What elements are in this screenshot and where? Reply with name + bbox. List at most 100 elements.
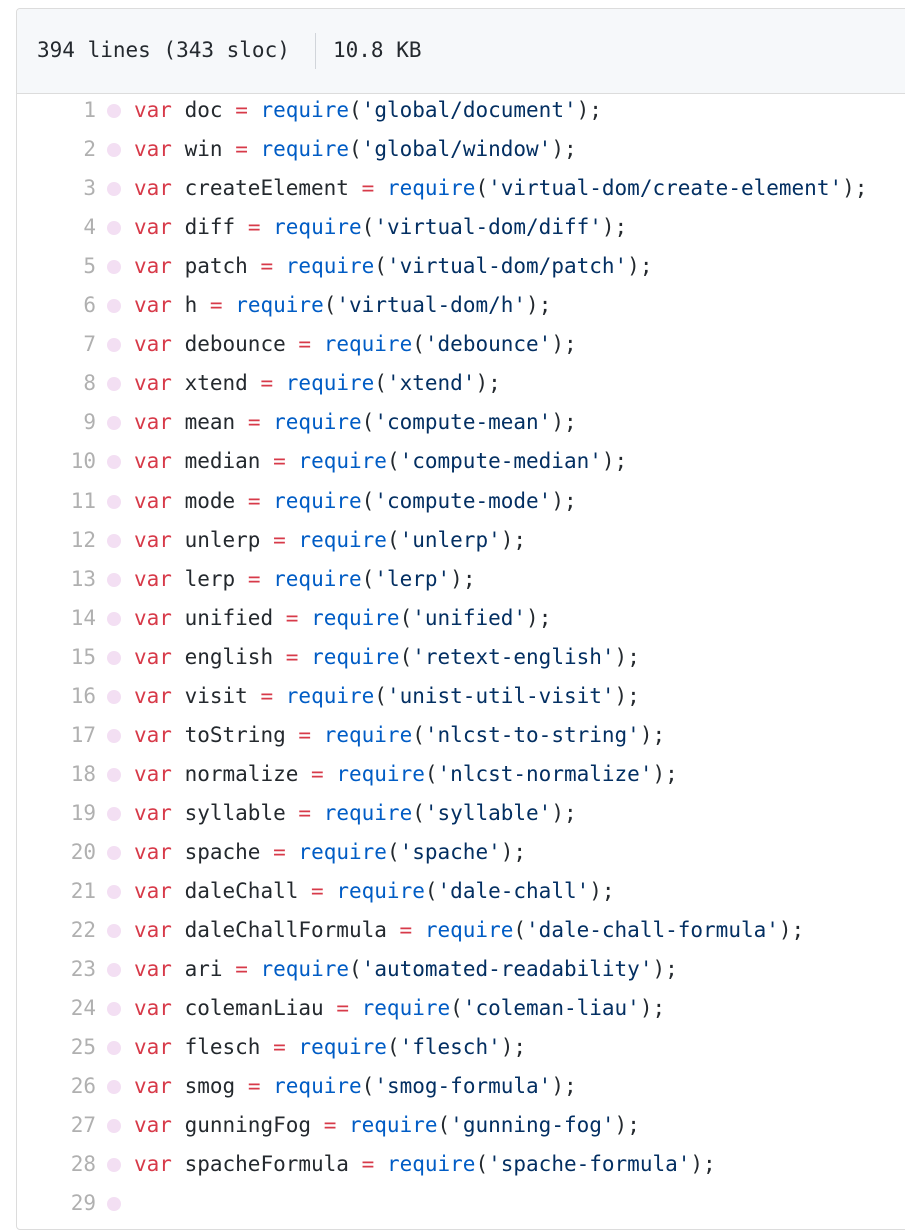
gutter-dot-icon bbox=[107, 377, 121, 392]
gutter-dot-icon bbox=[107, 767, 121, 782]
line-number[interactable]: 26 bbox=[70, 1074, 96, 1099]
open-paren: ( bbox=[412, 332, 425, 357]
line-number[interactable]: 17 bbox=[70, 722, 96, 747]
line-number[interactable]: 18 bbox=[70, 761, 96, 786]
close-paren: ); bbox=[601, 215, 628, 240]
variable-name: syllable bbox=[184, 800, 286, 825]
code-text: var patch = require('virtual-dom/patch')… bbox=[134, 247, 652, 286]
gutter-dot-icon bbox=[107, 611, 121, 626]
module-string: 'compute-mode' bbox=[374, 488, 552, 513]
variable-name: normalize bbox=[184, 761, 299, 786]
line-number[interactable]: 3 bbox=[83, 176, 96, 201]
keyword-var: var bbox=[134, 98, 172, 122]
module-string: 'compute-median' bbox=[399, 449, 602, 474]
line-number[interactable]: 20 bbox=[70, 839, 96, 864]
module-string: 'automated-readability' bbox=[361, 957, 653, 982]
line-number[interactable]: 8 bbox=[83, 371, 96, 396]
gutter-dot-icon bbox=[107, 494, 121, 509]
assign-operator: = bbox=[247, 488, 261, 513]
variable-name: spacheFormula bbox=[184, 1152, 349, 1177]
line-number[interactable]: 4 bbox=[83, 215, 96, 240]
variable-name: createElement bbox=[184, 176, 349, 201]
line-number[interactable]: 2 bbox=[83, 137, 96, 162]
line-number[interactable]: 19 bbox=[70, 800, 96, 825]
variable-name: debounce bbox=[184, 332, 286, 357]
open-paren: ( bbox=[374, 371, 387, 396]
line-number[interactable]: 27 bbox=[70, 1113, 96, 1138]
open-paren: ( bbox=[386, 1035, 400, 1060]
line-number[interactable]: 10 bbox=[70, 449, 96, 474]
require-call: require bbox=[298, 1035, 387, 1060]
keyword-var: var bbox=[134, 800, 172, 825]
close-paren: ); bbox=[551, 800, 577, 825]
module-string: 'xtend' bbox=[386, 371, 476, 396]
line-number[interactable]: 13 bbox=[70, 566, 96, 591]
require-call: require bbox=[285, 371, 375, 396]
gutter-dot-icon bbox=[107, 689, 121, 704]
line-number[interactable]: 1 bbox=[83, 98, 96, 122]
assign-operator: = bbox=[273, 1035, 286, 1060]
variable-name: unlerp bbox=[184, 527, 261, 552]
open-paren: ( bbox=[399, 644, 413, 669]
open-paren: ( bbox=[412, 722, 425, 747]
assign-operator: = bbox=[285, 644, 299, 669]
line-number[interactable]: 15 bbox=[70, 644, 96, 669]
assign-operator: = bbox=[260, 371, 274, 396]
keyword-var: var bbox=[134, 918, 172, 943]
line-number[interactable]: 5 bbox=[83, 254, 96, 279]
line-number[interactable]: 6 bbox=[83, 293, 96, 318]
variable-name: spache bbox=[184, 839, 261, 864]
close-paren: ); bbox=[842, 176, 868, 201]
line-number[interactable]: 29 bbox=[70, 1191, 96, 1216]
close-paren: ); bbox=[500, 839, 527, 864]
line-number[interactable]: 23 bbox=[70, 957, 96, 982]
line-number[interactable]: 22 bbox=[70, 918, 96, 943]
code-line: 1 var doc = require('global/document'); bbox=[0, 91, 905, 130]
gutter-dot-icon bbox=[107, 963, 121, 978]
line-number[interactable]: 12 bbox=[70, 527, 96, 552]
line-number[interactable]: 14 bbox=[70, 605, 96, 630]
assign-operator: = bbox=[235, 137, 248, 162]
assign-operator: = bbox=[311, 761, 324, 786]
module-string: 'flesch' bbox=[399, 1035, 501, 1060]
line-number[interactable]: 9 bbox=[83, 410, 96, 435]
line-number[interactable]: 7 bbox=[83, 332, 96, 357]
code-text: var doc = require('global/document'); bbox=[134, 91, 602, 130]
require-call: require bbox=[386, 176, 476, 201]
keyword-var: var bbox=[134, 1152, 172, 1177]
keyword-var: var bbox=[134, 644, 172, 669]
open-paren: ( bbox=[399, 605, 413, 630]
variable-name: daleChall bbox=[184, 879, 299, 903]
line-number[interactable]: 28 bbox=[70, 1152, 96, 1177]
module-string: 'nlcst-normalize' bbox=[437, 761, 653, 786]
keyword-var: var bbox=[134, 293, 172, 318]
module-string: 'virtual-dom/h' bbox=[336, 293, 527, 318]
require-call: require bbox=[386, 1152, 476, 1177]
variable-name: gunningFog bbox=[184, 1113, 312, 1138]
keyword-var: var bbox=[134, 722, 172, 747]
line-number[interactable]: 11 bbox=[70, 488, 96, 513]
require-call: require bbox=[323, 722, 413, 747]
line-number[interactable]: 25 bbox=[70, 1035, 96, 1060]
open-paren: ( bbox=[386, 527, 400, 552]
open-paren: ( bbox=[361, 566, 375, 591]
code-text: var syllable = require('syllable'); bbox=[134, 794, 577, 833]
require-call: require bbox=[273, 566, 362, 591]
line-number[interactable]: 24 bbox=[70, 996, 96, 1021]
assign-operator: = bbox=[285, 605, 299, 630]
line-number[interactable]: 16 bbox=[70, 683, 96, 708]
gutter-dot-icon bbox=[107, 1041, 121, 1056]
gutter-dot-icon bbox=[107, 260, 121, 275]
open-paren: ( bbox=[386, 839, 400, 864]
line-number[interactable]: 21 bbox=[70, 879, 96, 903]
header-divider bbox=[315, 33, 316, 69]
variable-name: patch bbox=[184, 254, 248, 279]
assign-operator: = bbox=[235, 98, 248, 122]
variable-name: mean bbox=[184, 410, 236, 435]
